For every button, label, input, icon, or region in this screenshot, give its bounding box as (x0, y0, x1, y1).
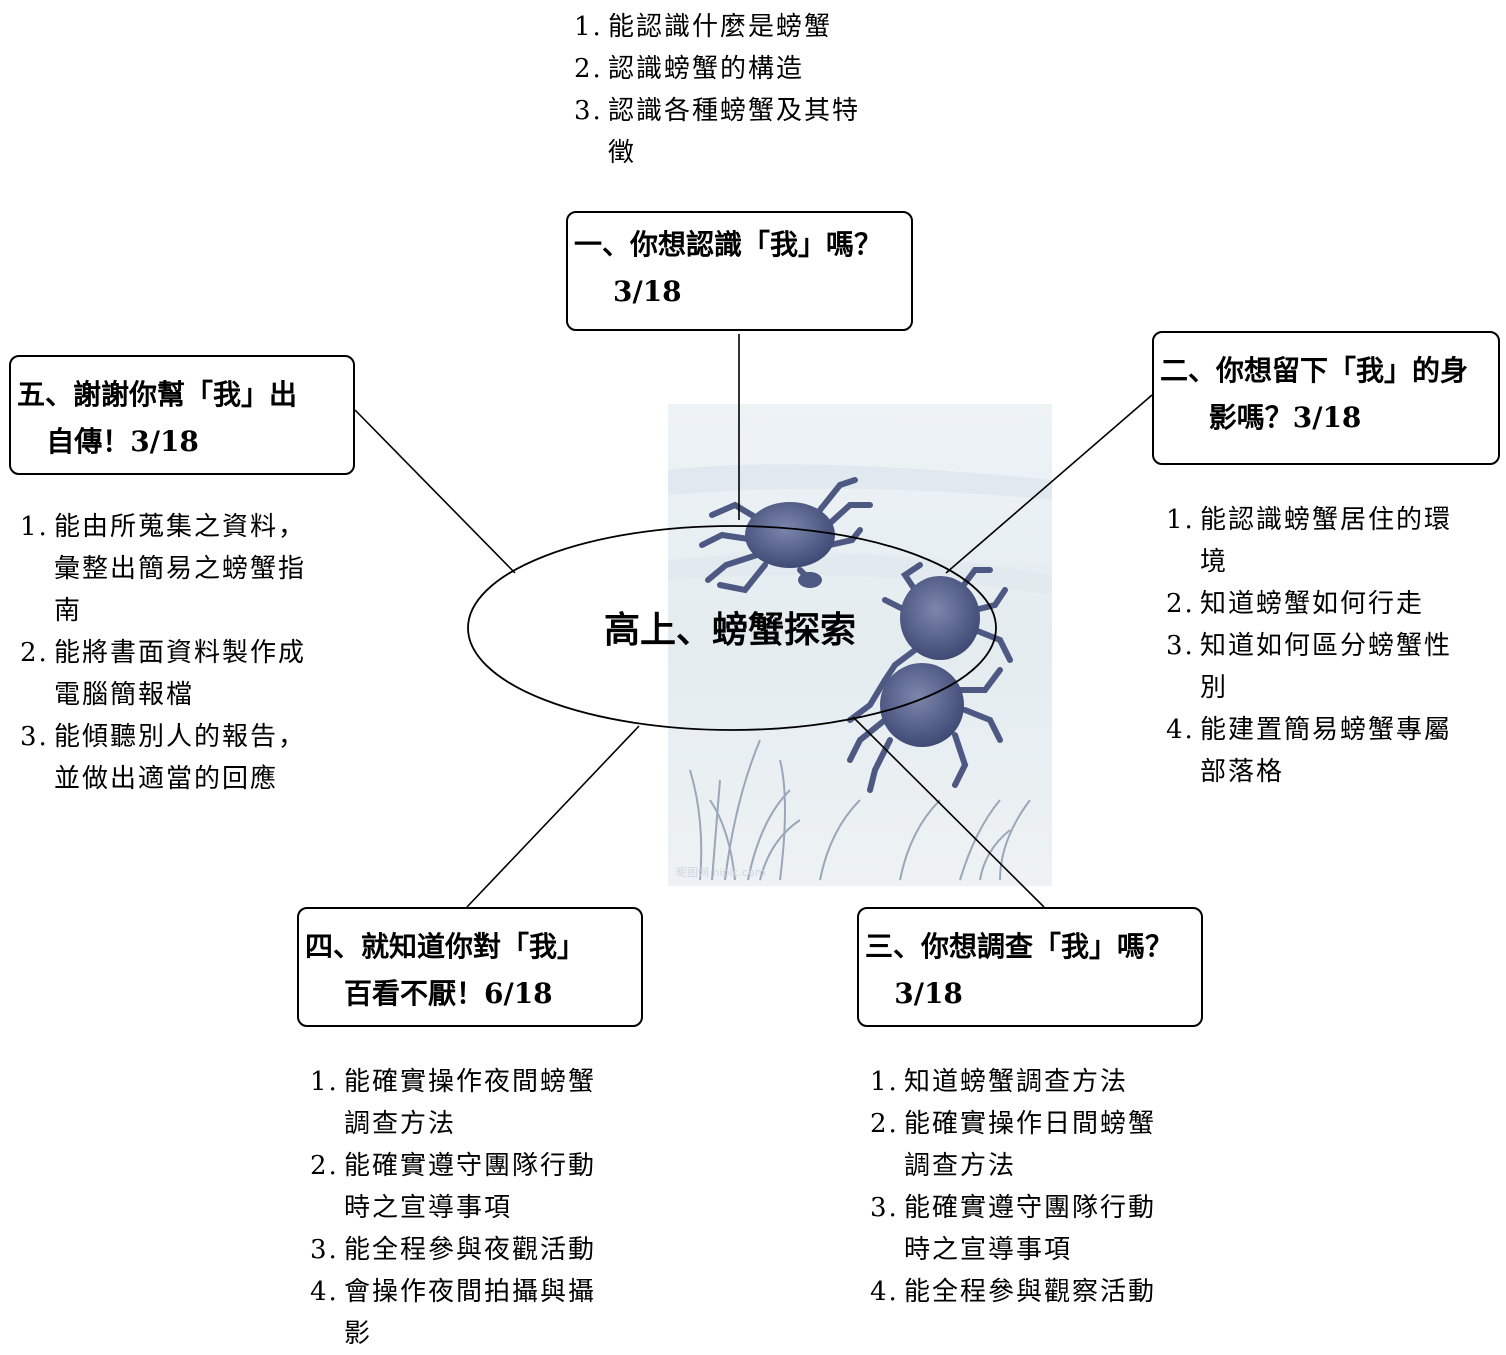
objective-item: 2.能確實遵守團隊行動 時之宣導事項 (310, 1145, 640, 1229)
objective-item: 2.知道螃蟹如何行走 (1166, 583, 1502, 625)
watermark: 昵图网 nipic.com (676, 866, 766, 879)
objective-item: 2.認識螃蟹的構造 (574, 48, 904, 90)
node-box-four: 四、就知道你對「我」 百看不厭！6/18 (297, 907, 643, 1027)
objective-item: 3.能確實遵守團隊行動 時之宣導事項 (870, 1187, 1200, 1271)
objective-text: 認識螃蟹的構造 (608, 54, 805, 84)
objective-item: 2.能確實操作日間螃蟹 調查方法 (870, 1103, 1200, 1187)
objective-item: 4.能全程參與觀察活動 (870, 1271, 1200, 1313)
node-title-line: 三、你想調查「我」嗎？ (865, 930, 1174, 963)
objective-text: 能認識什麼是螃蟹 (608, 12, 833, 42)
objective-number: 3. (870, 1193, 899, 1223)
objective-text: 能將書面資料製作成 電腦簡報檔 (54, 638, 307, 710)
objective-number: 3. (20, 722, 49, 752)
objective-text: 能確實遵守團隊行動 時之宣導事項 (344, 1151, 597, 1223)
objective-item: 1.能由所蒐集之資料， 彙整出簡易之螃蟹指 南 (20, 506, 350, 632)
objective-number: 1. (310, 1067, 339, 1097)
crab-painting (668, 404, 1052, 886)
objective-number: 1. (1166, 505, 1195, 535)
node-title-line: 五、謝謝你幫「我」出 (17, 378, 298, 411)
objective-text: 能全程參與夜觀活動 (344, 1235, 597, 1265)
objective-number: 4. (310, 1277, 339, 1307)
objective-item: 3.能傾聽別人的報告， 並做出適當的回應 (20, 716, 350, 800)
objective-number: 2. (310, 1151, 339, 1181)
node-title-line: 影嗎？3/18 (1160, 401, 1362, 434)
objective-text: 能認識螃蟹居住的環 境 (1200, 505, 1453, 577)
objective-text: 能建置簡易螃蟹專屬 部落格 (1200, 715, 1453, 787)
objective-item: 1.能確實操作夜間螃蟹 調查方法 (310, 1061, 640, 1145)
objective-text: 知道螃蟹如何行走 (1200, 589, 1425, 619)
objective-number: 2. (20, 638, 49, 668)
objective-item: 1.能認識什麼是螃蟹 (574, 6, 904, 48)
objective-number: 1. (574, 12, 603, 42)
objective-number: 3. (310, 1235, 339, 1265)
objective-number: 1. (870, 1067, 899, 1097)
objective-number: 4. (1166, 715, 1195, 745)
objective-number: 2. (870, 1109, 899, 1139)
objective-number: 3. (574, 96, 603, 126)
node-box-one: 一、你想認識「我」嗎？ 3/18 (566, 211, 913, 331)
objective-item: 3.認識各種螃蟹及其特 徵 (574, 90, 904, 174)
node-title-line: 一、你想認識「我」嗎？ (574, 228, 883, 261)
node-title-line: 二、你想留下「我」的身 (1160, 354, 1469, 387)
objective-text: 知道螃蟹調查方法 (904, 1067, 1129, 1097)
objective-number: 4. (870, 1277, 899, 1307)
objective-text: 能確實操作夜間螃蟹 調查方法 (344, 1067, 597, 1139)
objective-text: 能由所蒐集之資料， 彙整出簡易之螃蟹指 南 (54, 512, 307, 626)
objective-text: 能傾聽別人的報告， 並做出適當的回應 (54, 722, 307, 794)
objective-item: 3.知道如何區分螃蟹性 別 (1166, 625, 1502, 709)
objective-item: 4.會操作夜間拍攝與攝 影 (310, 1271, 640, 1355)
objective-text: 會操作夜間拍攝與攝 影 (344, 1277, 597, 1349)
node-title-line: 3/18 (865, 977, 963, 1010)
node-title-line: 3/18 (574, 275, 682, 308)
objective-number: 2. (574, 54, 603, 84)
objective-number: 3. (1166, 631, 1195, 661)
grass (689, 739, 1031, 881)
objective-text: 能全程參與觀察活動 (904, 1277, 1157, 1307)
objective-item: 4.能建置簡易螃蟹專屬 部落格 (1166, 709, 1502, 793)
objective-item: 3.能全程參與夜觀活動 (310, 1229, 640, 1271)
objective-text: 知道如何區分螃蟹性 別 (1200, 631, 1453, 703)
objective-item: 1.知道螃蟹調查方法 (870, 1061, 1200, 1103)
crab-icon (847, 663, 1003, 793)
objective-number: 2. (1166, 589, 1195, 619)
objective-text: 認識各種螃蟹及其特 徵 (608, 96, 861, 168)
crab-icon (699, 477, 873, 594)
node-box-five: 五、謝謝你幫「我」出 自傳！3/18 (9, 355, 355, 475)
center-ellipse (467, 525, 997, 731)
connector-lines (354, 334, 1153, 908)
node-title-line: 四、就知道你對「我」 (305, 930, 586, 963)
objective-number: 1. (20, 512, 49, 542)
objective-text: 能確實遵守團隊行動 時之宣導事項 (904, 1193, 1157, 1265)
node-box-three: 三、你想調查「我」嗎？ 3/18 (857, 907, 1203, 1027)
crab-icon (882, 562, 1013, 683)
node-title-line: 百看不厭！6/18 (305, 977, 553, 1010)
center-title: 高上、螃蟹探索 (603, 609, 856, 651)
objective-text: 能確實操作日間螃蟹 調查方法 (904, 1109, 1157, 1181)
objective-item: 1.能認識螃蟹居住的環 境 (1166, 499, 1502, 583)
node-title-line: 自傳！3/18 (17, 425, 199, 458)
node-box-two: 二、你想留下「我」的身 影嗎？3/18 (1152, 331, 1500, 465)
objective-item: 2.能將書面資料製作成 電腦簡報檔 (20, 632, 350, 716)
